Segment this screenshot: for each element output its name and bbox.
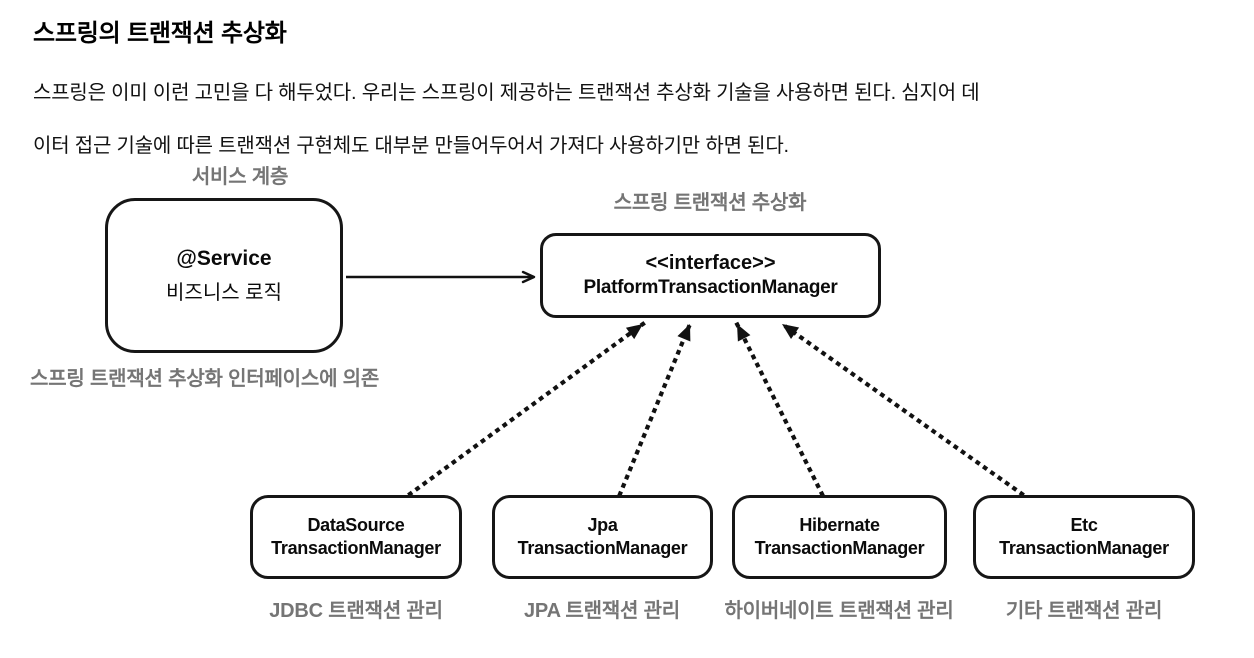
impl-box-line: Hibernate bbox=[799, 514, 880, 535]
arrow-jpa-to-interface bbox=[617, 321, 693, 497]
arrow-etc-to-interface bbox=[779, 321, 1025, 497]
jdbc-tx-caption: JDBC 트랜잭션 관리 bbox=[269, 600, 443, 622]
impl-box-line: TransactionManager bbox=[754, 538, 925, 558]
depends-on-interface-label: 스프링 트랜잭션 추상화 인터페이스에 의존 bbox=[30, 368, 380, 390]
arrow-hibernate-to-interface bbox=[734, 321, 825, 497]
impl-box-line: TransactionManager bbox=[271, 538, 441, 558]
service-box-annotation: @Service bbox=[176, 246, 272, 270]
body-paragraph-line-1: 스프링은 이미 이런 고민을 다 해두었다. 우리는 스프링이 제공하는 트랜잭… bbox=[33, 82, 980, 104]
impl-box-line: TransactionManager bbox=[517, 538, 688, 558]
spring-tx-abstraction-label: 스프링 트랜잭션 추상화 bbox=[613, 192, 807, 214]
arrow-datasource-to-interface bbox=[407, 321, 646, 497]
jpa-transaction-manager-box: Jpa TransactionManager bbox=[492, 495, 713, 579]
hibernate-transaction-manager-box: Hibernate TransactionManager bbox=[732, 495, 947, 579]
etc-transaction-manager-box: Etc TransactionManager bbox=[973, 495, 1195, 579]
service-layer-label: 서비스 계층 bbox=[191, 166, 289, 188]
impl-box-line: DataSource bbox=[307, 514, 405, 535]
platform-transaction-manager-box: <<interface>> PlatformTransactionManager bbox=[540, 233, 881, 318]
service-box-description: 비즈니스 로직 bbox=[166, 281, 282, 304]
hibernate-tx-caption: 하이버네이트 트랜잭션 관리 bbox=[724, 600, 954, 622]
service-box: @Service 비즈니스 로직 bbox=[105, 198, 343, 353]
impl-box-line: Etc bbox=[1070, 514, 1098, 535]
jpa-tx-caption: JPA 트랜잭션 관리 bbox=[524, 600, 680, 622]
datasource-transaction-manager-box: DataSource TransactionManager bbox=[250, 495, 462, 579]
impl-box-line: TransactionManager bbox=[999, 538, 1169, 558]
body-paragraph-line-2: 이터 접근 기술에 따른 트랜잭션 구현체도 대부분 만들어두어서 가져다 사용… bbox=[33, 135, 789, 157]
etc-tx-caption: 기타 트랜잭션 관리 bbox=[1005, 600, 1163, 622]
interface-name: PlatformTransactionManager bbox=[583, 277, 838, 298]
page-title: 스프링의 트랜잭션 추상화 bbox=[33, 20, 287, 47]
interface-stereotype: <<interface>> bbox=[645, 252, 776, 274]
impl-box-line: Jpa bbox=[587, 514, 618, 535]
